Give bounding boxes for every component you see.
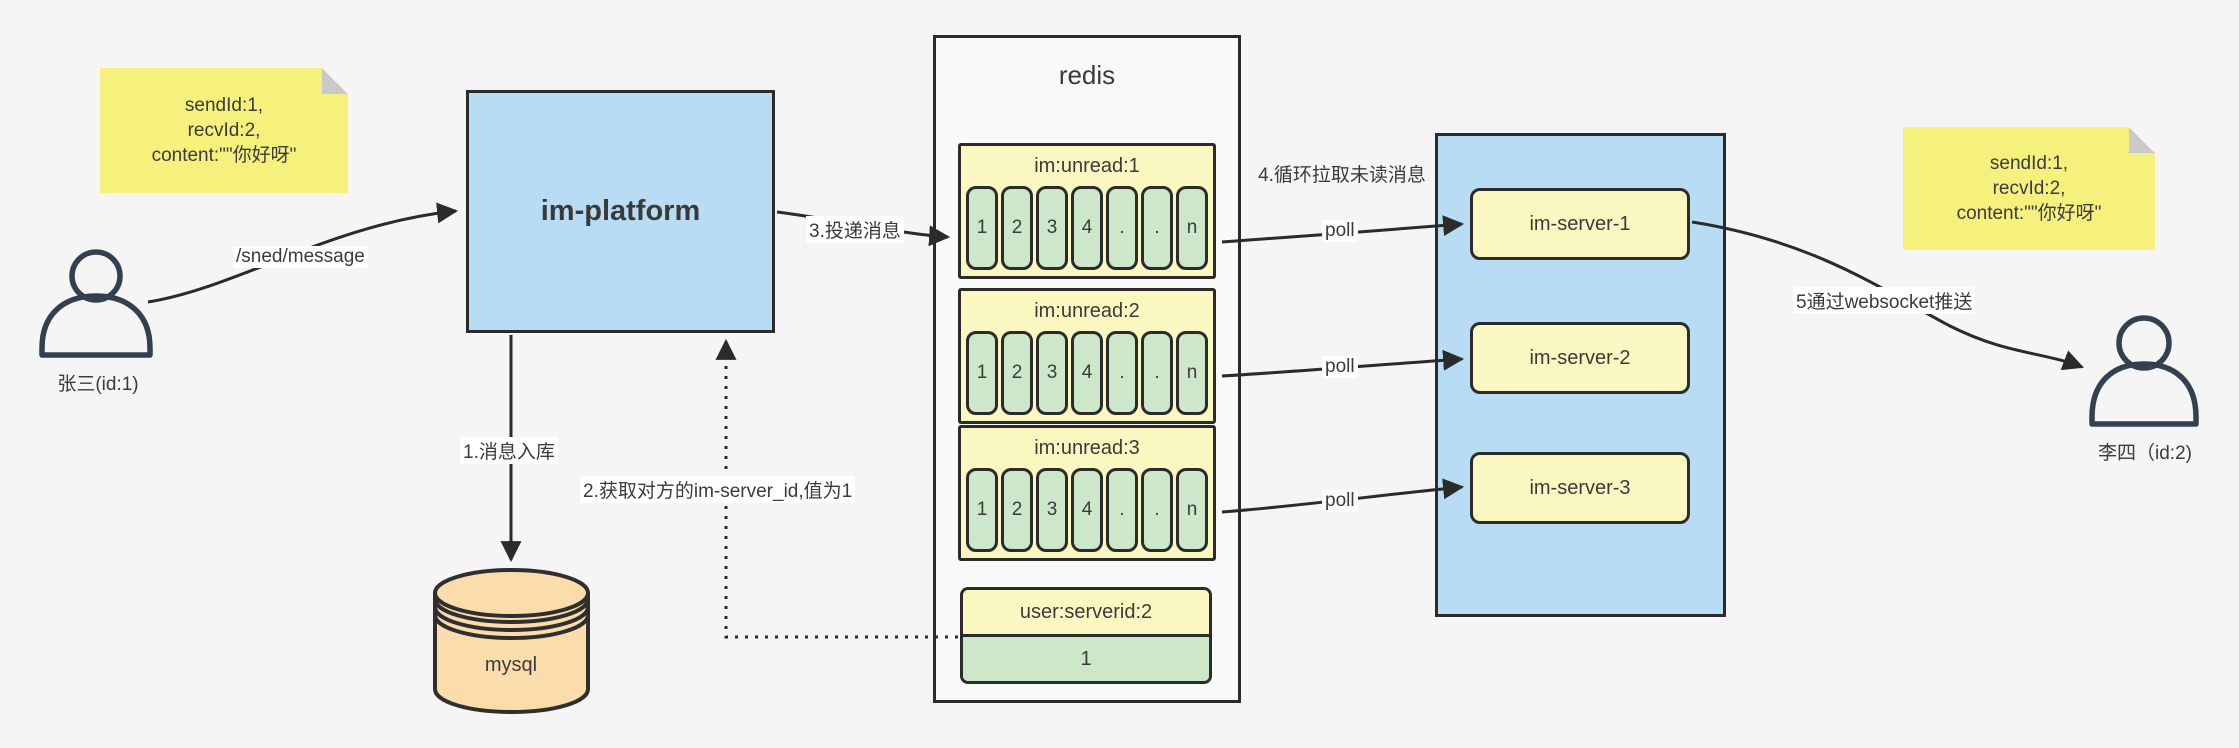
queue-cells: 1 2 3 4 . . n	[961, 331, 1213, 421]
queue-cell: 1	[966, 186, 998, 270]
queue-cell: n	[1176, 186, 1208, 270]
edge-label-poll-3: poll	[1322, 490, 1358, 512]
queue-cell: .	[1106, 186, 1138, 270]
im-server-3-box: im-server-3	[1470, 452, 1690, 524]
queue-cell: .	[1141, 186, 1173, 270]
edge-label-poll-1: poll	[1322, 220, 1358, 242]
queue-cell: 4	[1071, 331, 1103, 415]
user-serverid-value: 1	[963, 634, 1209, 681]
queue-im-unread-3: im:unread:3 1 2 3 4 . . n	[958, 425, 1216, 561]
queue-cell: 2	[1001, 331, 1033, 415]
im-platform-label: im-platform	[540, 195, 701, 227]
note-line: recvId:2,	[187, 120, 261, 141]
queue-cell: 3	[1036, 331, 1068, 415]
edge-label-send: /sned/message	[233, 246, 368, 268]
queue-cell: 2	[1001, 186, 1033, 270]
note-line: sendId:1,	[1989, 153, 2069, 174]
queue-cell: 4	[1071, 186, 1103, 270]
edge-websocket-push	[1691, 220, 2084, 371]
note-line: content:""你好呀"	[1956, 203, 2102, 224]
note-fold-icon	[2129, 127, 2155, 153]
queue-cell: 1	[966, 468, 998, 552]
note-line: content:""你好呀"	[151, 145, 297, 166]
edge-label-store: 1.消息入库	[460, 437, 558, 464]
queue-im-unread-1: im:unread:1 1 2 3 4 . . n	[958, 143, 1216, 279]
im-platform-box: im-platform	[466, 90, 775, 333]
note-line: recvId:2,	[1992, 178, 2066, 199]
queue-cell: .	[1141, 468, 1173, 552]
queue-header: im:unread:3	[1034, 436, 1140, 459]
note-line: sendId:1,	[184, 95, 264, 116]
redis-container: redis im:unread:1 1 2 3 4 . . n im:unrea…	[933, 35, 1241, 703]
queue-header: im:unread:2	[1034, 299, 1140, 322]
queue-cell: .	[1106, 331, 1138, 415]
queue-cell: 1	[966, 331, 998, 415]
queue-cell: n	[1176, 331, 1208, 415]
user-icon-receiver	[2089, 315, 2199, 427]
queue-cell: 4	[1071, 468, 1103, 552]
edge-label-deliver: 3.投递消息	[806, 216, 904, 243]
queue-im-unread-2: im:unread:2 1 2 3 4 . . n	[958, 288, 1216, 424]
queue-cell: .	[1141, 331, 1173, 415]
queue-cell: 2	[1001, 468, 1033, 552]
user-icon-sender	[39, 249, 153, 358]
mysql-cylinder	[433, 568, 590, 714]
note-fold-icon	[322, 68, 348, 94]
im-server-1-box: im-server-1	[1470, 188, 1690, 260]
sticky-note-right: sendId:1, recvId:2, content:""你好呀"	[1903, 127, 2155, 250]
sender-label: 张三(id:1)	[57, 374, 139, 395]
user-serverid-header: user:serverid:2	[963, 590, 1209, 634]
im-server-cluster: im-server-1 im-server-2 im-server-3	[1435, 133, 1726, 617]
queue-cell: n	[1176, 468, 1208, 552]
mysql-label: mysql	[484, 654, 538, 676]
edge-label-lookup: 2.获取对方的im-server_id,值为1	[580, 476, 856, 503]
queue-cells: 1 2 3 4 . . n	[961, 186, 1213, 276]
queue-cell: 3	[1036, 186, 1068, 270]
queue-cell: .	[1106, 468, 1138, 552]
receiver-label: 李四（id:2)	[2098, 443, 2192, 464]
queue-cells: 1 2 3 4 . . n	[961, 468, 1213, 558]
queue-header: im:unread:1	[1034, 154, 1140, 177]
redis-title: redis	[1058, 60, 1116, 90]
edge-label-poll-2: poll	[1322, 356, 1358, 378]
sticky-note-left: sendId:1, recvId:2, content:""你好呀"	[100, 68, 348, 193]
edge-label-push: 5通过websocket推送	[1793, 287, 1976, 314]
user-serverid-box: user:serverid:2 1	[960, 587, 1212, 684]
edge-lookup-serverid-dotted	[715, 338, 958, 639]
edge-label-poll-note: 4.循环拉取未读消息	[1258, 165, 1426, 186]
im-server-2-box: im-server-2	[1470, 322, 1690, 394]
queue-cell: 3	[1036, 468, 1068, 552]
